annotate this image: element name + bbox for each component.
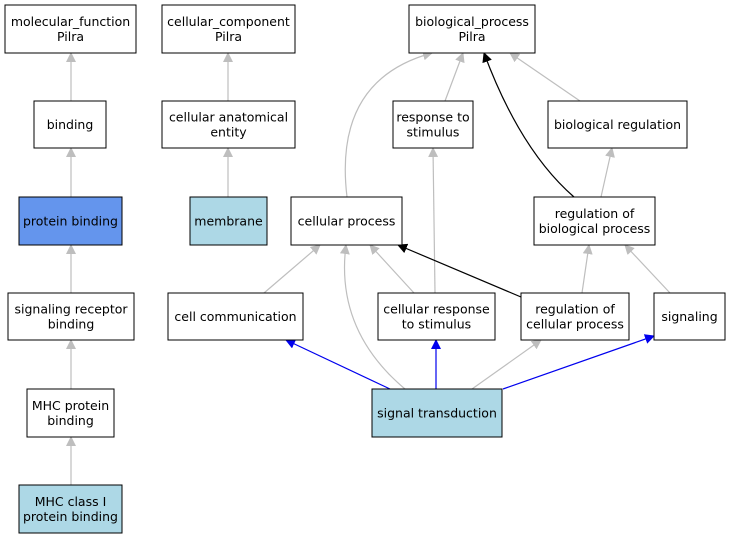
node-breg-label-line-1: biological regulation [554, 117, 681, 132]
edge-st-to-signaling [502, 334, 655, 390]
node-mhcpb-label-line-2: binding [47, 413, 94, 428]
node-srb-label-line-1: signaling receptor [14, 302, 128, 317]
edge-breg-to-bp [509, 52, 581, 102]
node-st: signal transduction [371, 388, 503, 438]
node-mf-label-line-1: molecular_function [11, 14, 130, 29]
node-mhc1-label-line-1: MHC class I [35, 494, 107, 509]
node-bp-label-line-1: biological_process [415, 14, 529, 29]
edge-crs-to-cproc [369, 244, 415, 294]
edge-rts-to-bp [444, 52, 465, 102]
node-rbp-label-line-1: regulation of [555, 206, 635, 221]
node-st-box [371, 388, 503, 438]
edges-layer [66, 50, 671, 485]
edge-st-to-cproc [339, 244, 406, 390]
node-mhc1-label-line-2: protein binding [23, 509, 118, 524]
node-breg: biological regulation [547, 100, 688, 149]
node-ccomm-label-line-1: cell communication [174, 309, 296, 324]
node-membrane-box [189, 196, 268, 246]
edge-cproc-to-bp [344, 50, 433, 198]
node-cproc-label-line-1: cellular process [298, 214, 396, 229]
node-cae-label-line-2: entity [210, 125, 247, 140]
node-mhc1-box [18, 484, 123, 534]
edge-rcp-to-cproc [397, 243, 522, 298]
edge-rbp-to-breg [600, 147, 615, 198]
node-crs-label-line-1: cellular response [383, 302, 490, 317]
node-srb-label-line-2: binding [48, 317, 95, 332]
node-cae-box [161, 100, 296, 149]
node-crs-label-line-2: to stimulus [402, 317, 471, 332]
node-cc-label-line-1: cellular_component [167, 14, 290, 29]
edge-rcp-to-rbp [581, 244, 593, 294]
node-rbp-label-line-2: biological process [539, 221, 651, 236]
node-cc-box [161, 4, 296, 54]
node-crs-box [377, 292, 496, 341]
node-cproc: cellular process [290, 196, 403, 246]
node-signaling-box [653, 292, 726, 341]
edge-st-to-ccomm [285, 339, 391, 390]
node-rcp-box [520, 292, 630, 341]
node-ccomm-box [167, 292, 304, 341]
node-rbp-box [533, 196, 656, 246]
node-rcp-label-line-2: cellular process [526, 317, 624, 332]
node-mhcpb-box [26, 388, 115, 438]
node-protein_binding-box [18, 196, 123, 246]
node-signaling-label-line-1: signaling [661, 309, 717, 324]
node-rcp-label-line-1: regulation of [535, 302, 615, 317]
node-rts-label-line-1: response to [396, 110, 469, 125]
node-protein_binding: protein binding [18, 196, 123, 246]
node-mf-box [4, 4, 137, 54]
node-bp-label-line-2: Pilra [458, 29, 485, 44]
node-breg-box [547, 100, 688, 149]
node-cc-label-line-2: Pilra [215, 29, 242, 44]
node-bp-box [408, 4, 536, 54]
node-signaling: signaling [653, 292, 726, 341]
node-mhcpb-label-line-1: MHC protein [32, 398, 109, 413]
edge-crs-to-rts [428, 147, 439, 294]
edge-signaling-to-rbp [624, 244, 671, 294]
node-rts-box [392, 100, 474, 149]
node-binding-box [33, 100, 107, 149]
node-ccomm: cell communication [167, 292, 304, 341]
edge-st-to-rcp [471, 339, 542, 390]
node-cproc-box [290, 196, 403, 246]
node-rts-label-line-2: stimulus [407, 125, 460, 140]
edge-rbp-to-bp [482, 52, 575, 198]
node-st-label-line-1: signal transduction [377, 406, 497, 421]
node-cae-label-line-1: cellular anatomical [169, 110, 288, 125]
node-protein_binding-label-line-1: protein binding [23, 214, 118, 229]
node-membrane: membrane [189, 196, 268, 246]
edge-ccomm-to-cproc [263, 244, 321, 294]
node-binding: binding [33, 100, 107, 149]
node-membrane-label-line-1: membrane [194, 214, 263, 229]
node-srb-box [7, 292, 135, 341]
node-binding-label-line-1: binding [47, 117, 94, 132]
node-mf-label-line-2: Pilra [57, 29, 84, 44]
